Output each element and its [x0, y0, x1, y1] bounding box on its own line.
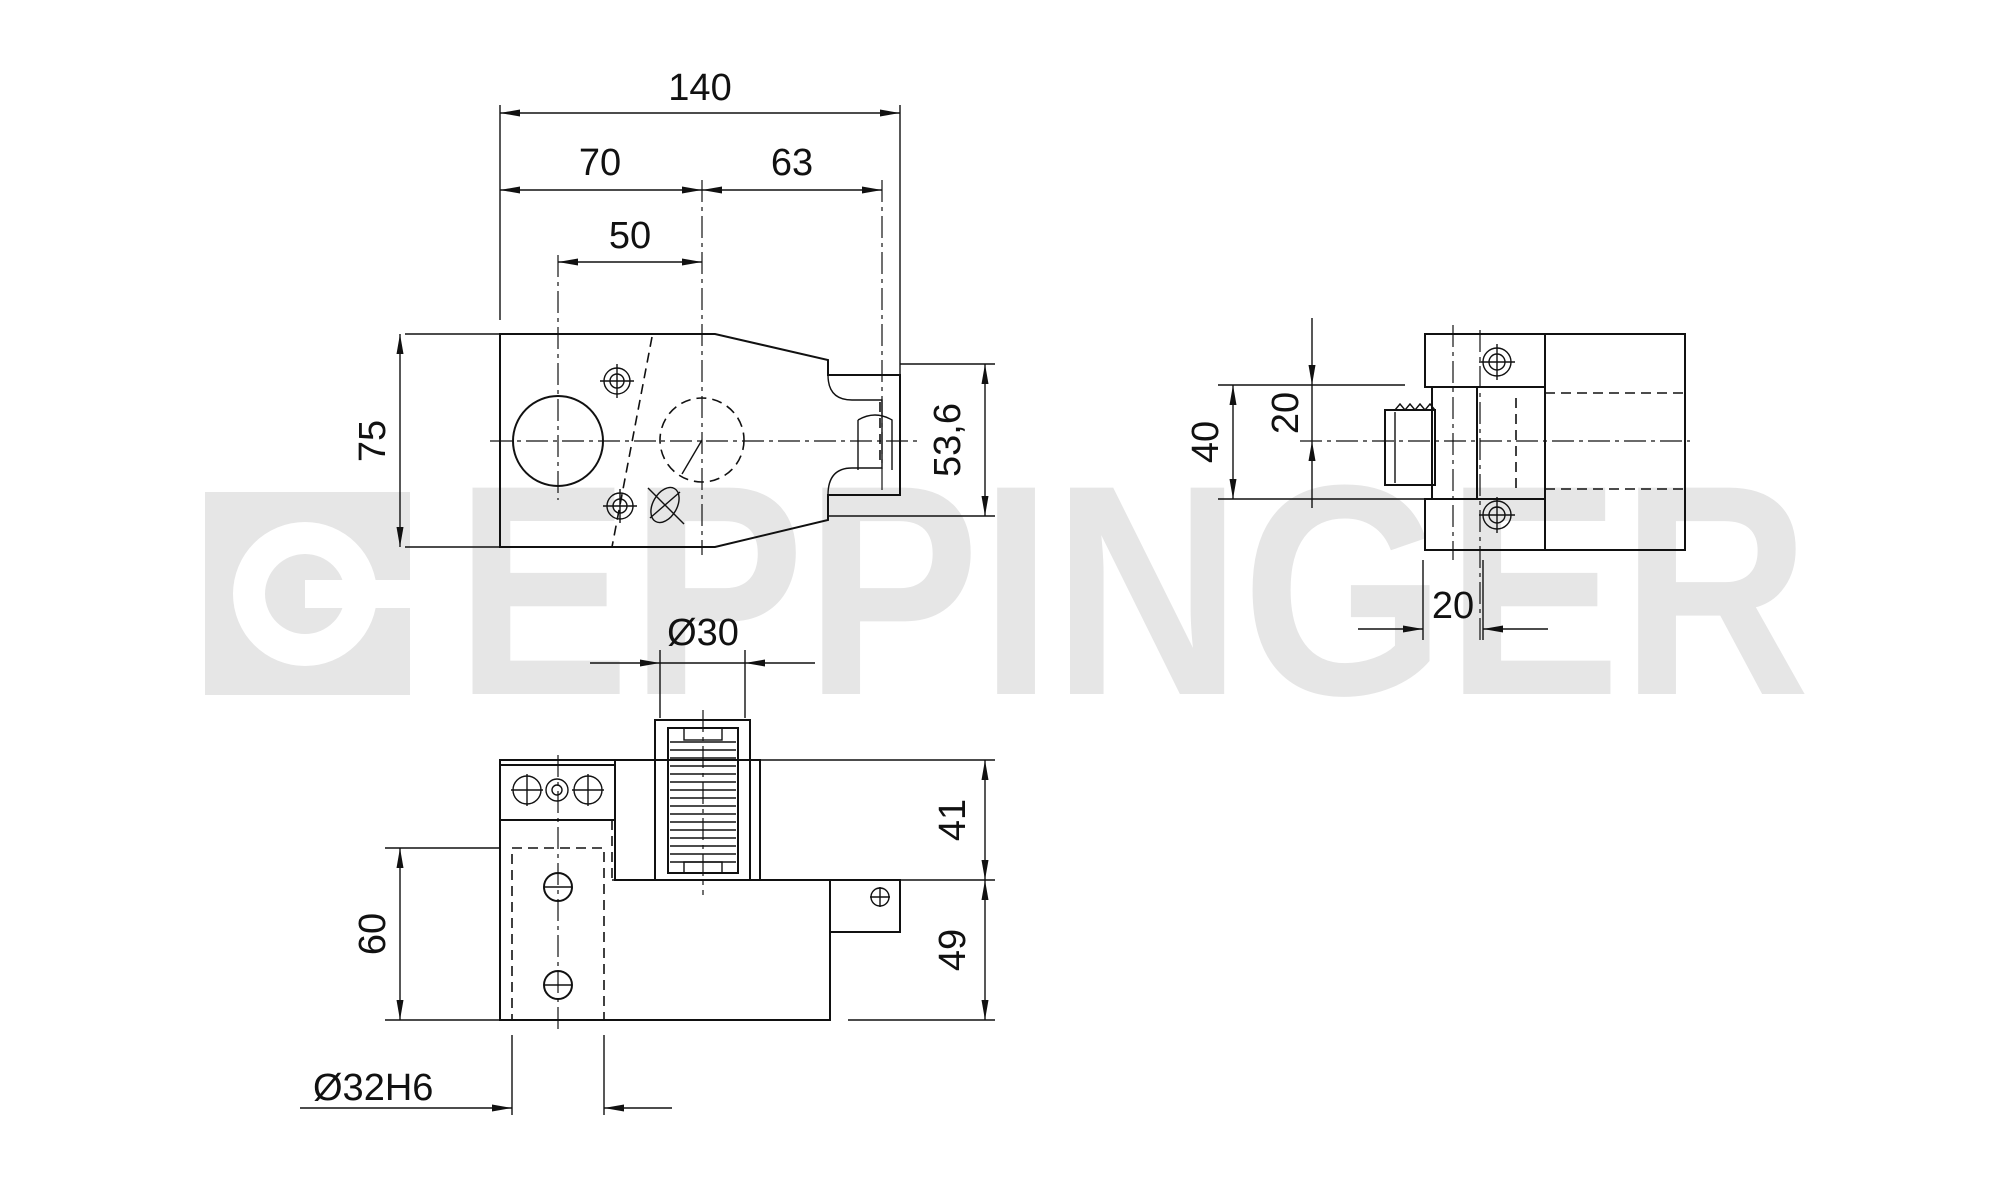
front-view-outline: [499, 333, 901, 548]
dim-height: 75: [352, 420, 394, 462]
top-view: Ø30 41 49 60 Ø32H6: [300, 612, 995, 1115]
dim-shank-diameter: Ø32H6: [313, 1067, 433, 1109]
front-view-screw-bottom: [603, 489, 637, 523]
dim-side-bottom-width: 20: [1432, 585, 1474, 627]
front-view: 140 70 63 50 75 53,6: [352, 67, 995, 555]
side-view: 40 20 20: [1185, 318, 1690, 640]
eppinger-logo-icon: [205, 492, 415, 695]
front-view-marker: [647, 486, 685, 525]
side-view-thread: [1384, 402, 1436, 486]
watermark-text: EPPINGER: [455, 422, 1810, 758]
dim-spindle-diameter: Ø30: [667, 612, 739, 654]
front-view-screw-top: [600, 364, 634, 398]
top-view-tab: [829, 879, 901, 933]
dim-width-total: 140: [668, 67, 731, 109]
dim-width-right: 63: [771, 142, 813, 184]
dim-side-height: 40: [1185, 421, 1227, 463]
dim-width-left: 70: [579, 142, 621, 184]
top-view-body: [499, 764, 831, 1021]
side-view-screw-bottom: [1479, 497, 1515, 533]
side-view-screw-top: [1479, 344, 1515, 380]
dim-left-height: 60: [352, 913, 394, 955]
dim-lower-height: 49: [932, 929, 974, 971]
top-view-clamp-screws: [511, 774, 604, 806]
eppinger-watermark: EPPINGER: [200, 422, 1810, 758]
dim-side-slot: 20: [1265, 392, 1307, 434]
dim-upper-height: 41: [932, 799, 974, 841]
dim-offset: 50: [609, 215, 651, 257]
dim-slot-height: 53,6: [927, 403, 969, 477]
